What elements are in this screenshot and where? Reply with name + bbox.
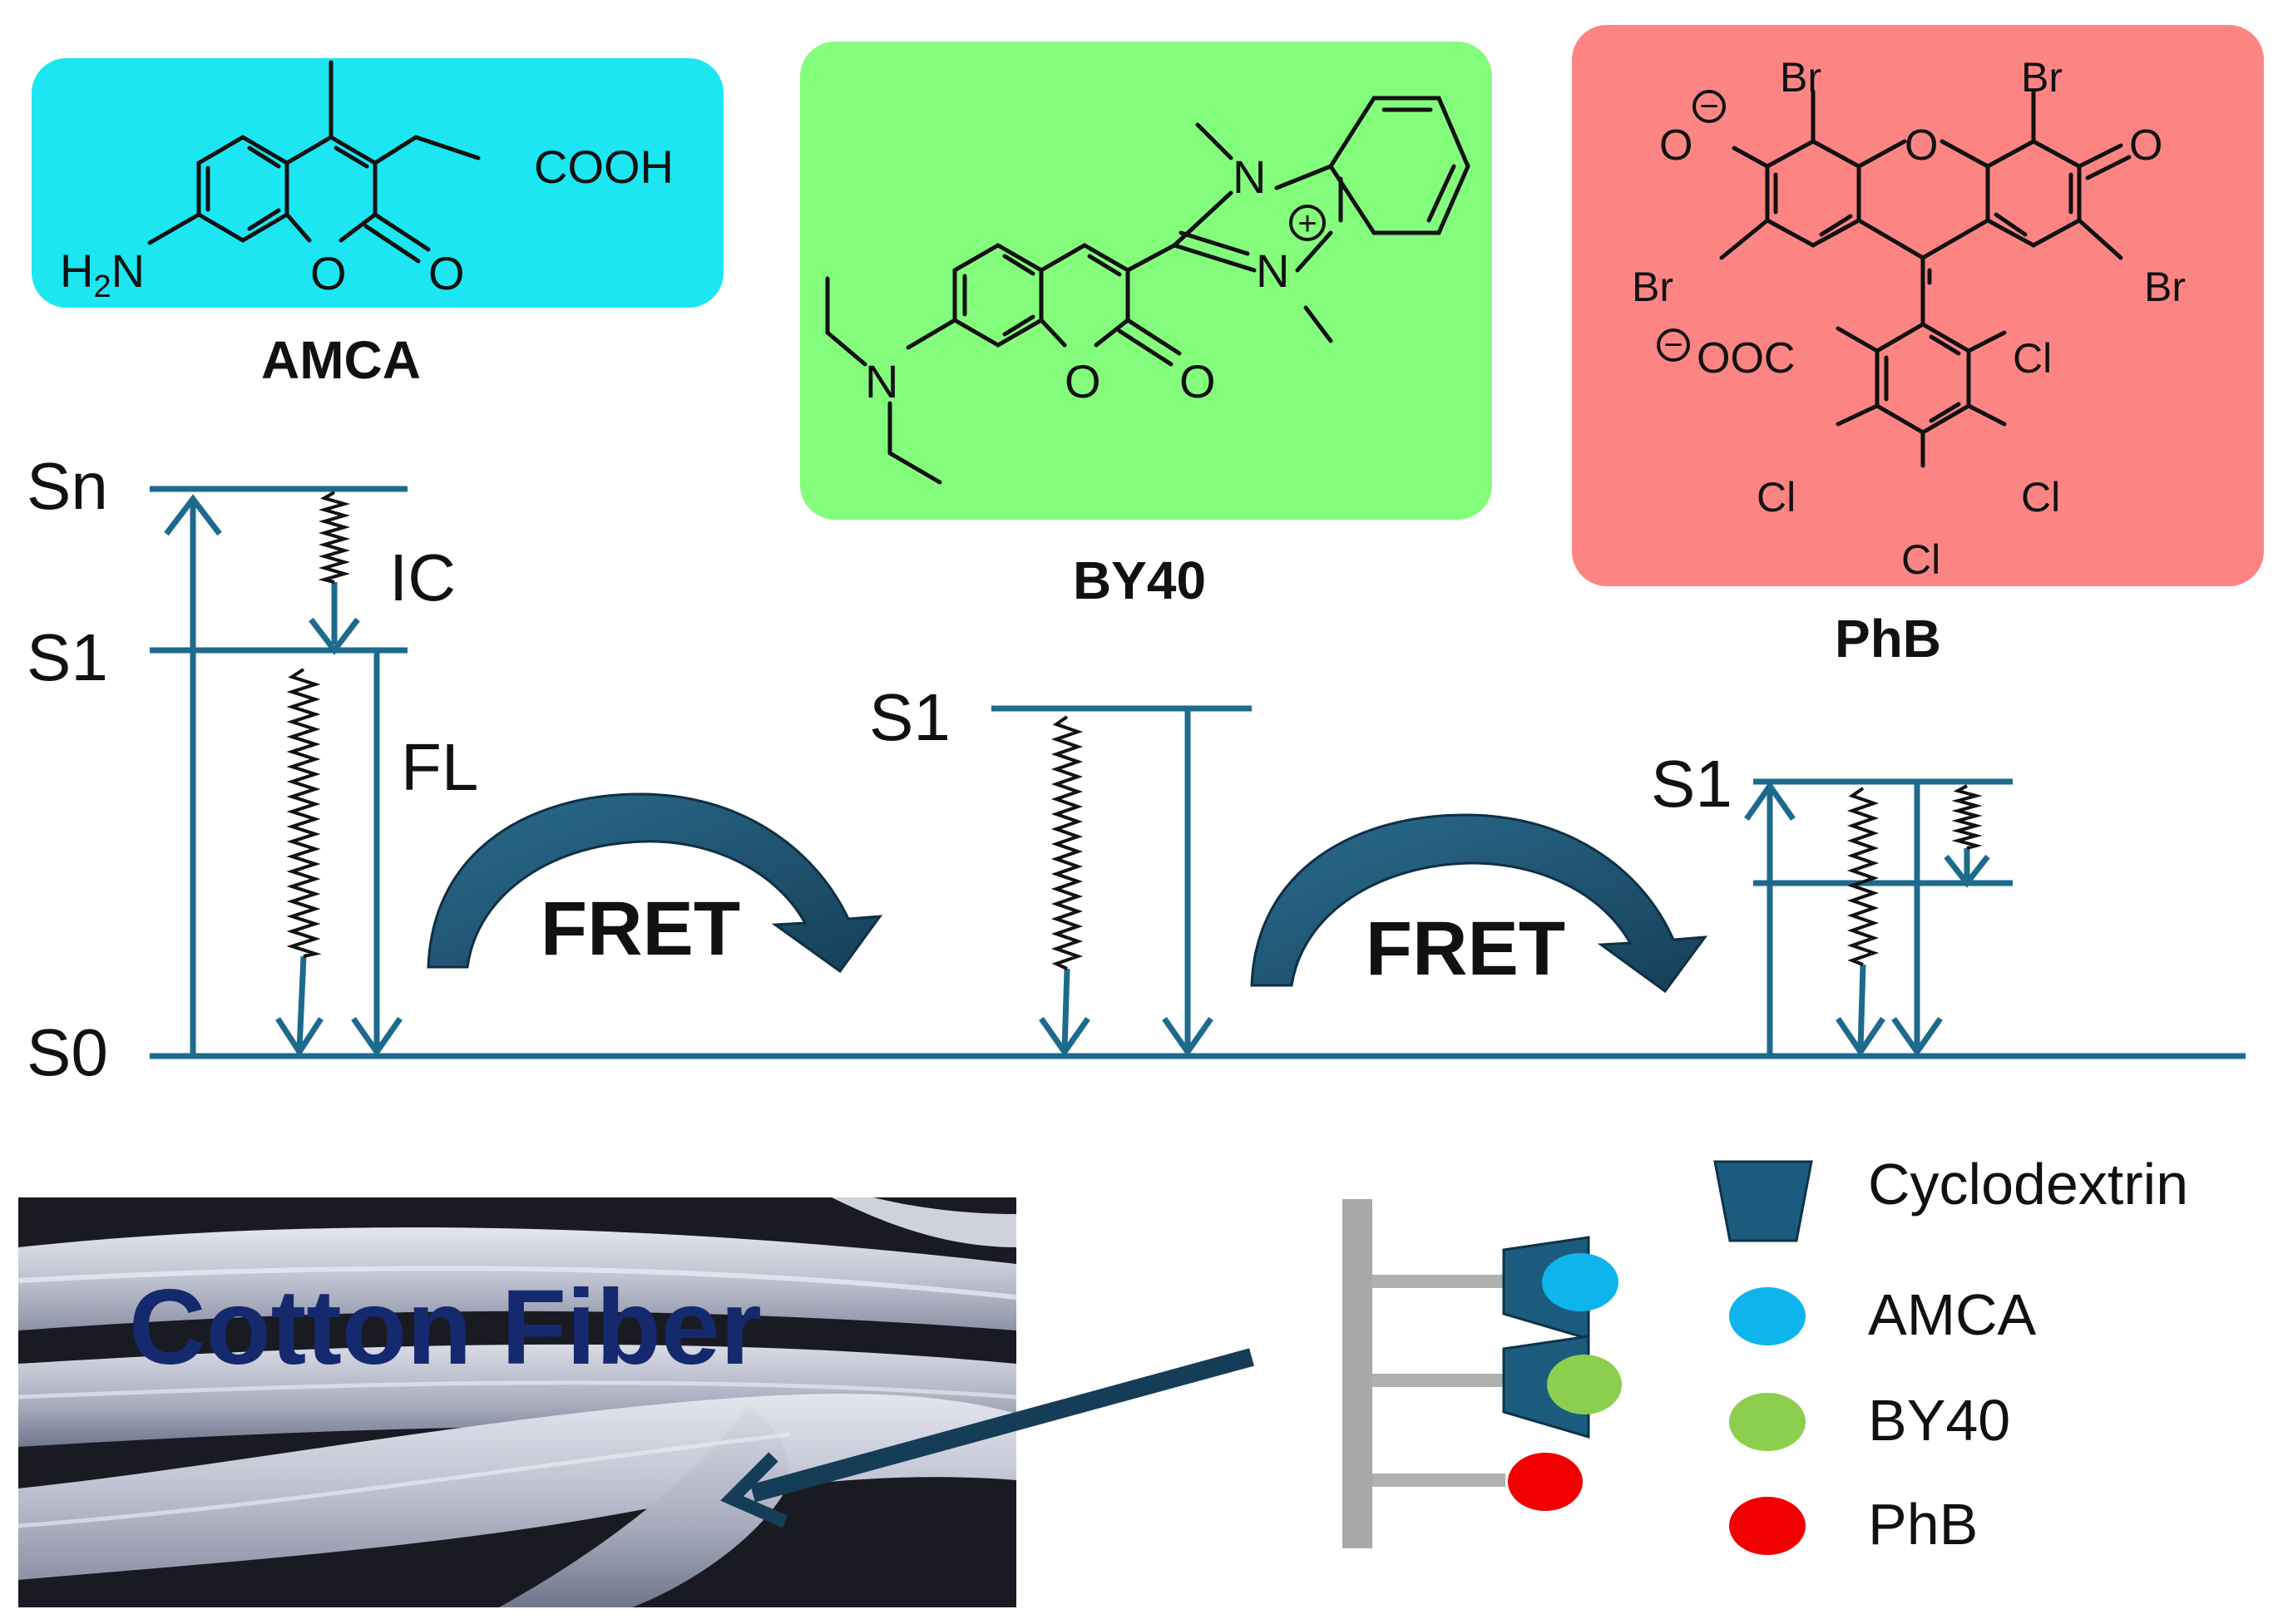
by40-structure: N N + N O O bbox=[800, 42, 1492, 520]
phb-ic-spring bbox=[1951, 784, 1983, 850]
phb-charge-top: − bbox=[1692, 88, 1726, 125]
s1-right-label: S1 bbox=[1651, 747, 1732, 821]
legend-by40-icon bbox=[1729, 1393, 1806, 1451]
legend: Cyclodextrin AMCA BY40 PhB bbox=[1713, 1152, 2188, 1557]
legend-phb-label: PhB bbox=[1868, 1492, 1978, 1557]
ic-label: IC bbox=[389, 541, 456, 615]
energy-diagram bbox=[150, 486, 2246, 1059]
phb-charge-carboxylate: − bbox=[1657, 327, 1690, 363]
cd-arm-1 bbox=[1372, 1275, 1505, 1288]
by40-carbonyl-o: O bbox=[1179, 355, 1216, 407]
s0-label: S0 bbox=[27, 1015, 108, 1089]
phb-br1: Br bbox=[1780, 54, 1821, 101]
phb-name: PhB bbox=[1835, 609, 1941, 669]
phb-carboxylate: OOC bbox=[1697, 334, 1795, 383]
phb-charge-carboxylate-sign: − bbox=[1663, 327, 1683, 363]
amca-name: AMCA bbox=[261, 330, 421, 390]
amca-n: N bbox=[111, 244, 145, 297]
legend-cyclodextrin-icon bbox=[1713, 1160, 1813, 1242]
fiber-backbone bbox=[1342, 1199, 1372, 1548]
phb-guest bbox=[1508, 1453, 1583, 1511]
fret-arrow-2 bbox=[1250, 813, 1708, 994]
phb-o-keto: O bbox=[2129, 121, 2162, 170]
amca-cooh: COOH bbox=[534, 141, 674, 193]
phb-br4: Br bbox=[2144, 264, 2186, 310]
s1-mid-label: S1 bbox=[869, 680, 951, 754]
by40-charge-sign: + bbox=[1297, 205, 1317, 242]
amca-guest bbox=[1542, 1253, 1618, 1311]
by40-n-top: N bbox=[1233, 151, 1266, 203]
cotton-fiber-label: Cotton Fiber bbox=[129, 1268, 762, 1387]
by40-guest bbox=[1547, 1355, 1622, 1414]
phb-structure: Br Br Br Br O − O O − OOC Cl Cl Cl Cl bbox=[1572, 25, 2264, 586]
legend-cyclodextrin-label: Cyclodextrin bbox=[1868, 1152, 2188, 1217]
amca-box bbox=[32, 58, 724, 308]
svg-text:H2N: H2N bbox=[60, 244, 145, 304]
by40-charge: + bbox=[1289, 205, 1326, 242]
cd-arm-3 bbox=[1372, 1473, 1505, 1487]
cotton-fiber-photo bbox=[17, 1197, 1017, 1607]
s1-left-label: S1 bbox=[27, 620, 108, 694]
by40-relaxation-spring bbox=[1050, 715, 1084, 970]
ic-spring bbox=[318, 491, 351, 584]
amca-h-subscript: 2 bbox=[93, 269, 111, 304]
sn-label: Sn bbox=[27, 449, 108, 523]
legend-by40-label: BY40 bbox=[1868, 1388, 2010, 1453]
phb-box bbox=[1572, 25, 2264, 586]
phb-o-minus: O bbox=[1659, 121, 1692, 170]
donor-relaxation-spring bbox=[286, 668, 322, 958]
phb-relaxation-spring bbox=[1846, 787, 1880, 966]
by40-n-amine: N bbox=[865, 355, 898, 407]
vibrational-springs bbox=[286, 491, 1983, 970]
amca-carbonyl-o: O bbox=[428, 247, 465, 299]
amca-h: H bbox=[60, 244, 93, 297]
amca-ring-o: O bbox=[310, 247, 347, 299]
phb-o-bridge: O bbox=[1905, 121, 1938, 170]
phb-cl1: Cl bbox=[2013, 335, 2052, 382]
fret-label-2: FRET bbox=[1366, 906, 1565, 991]
fret-label-1: FRET bbox=[541, 886, 740, 971]
fret-arrow-1 bbox=[427, 792, 883, 974]
by40-ring-o: O bbox=[1065, 355, 1101, 407]
phb-cl4: Cl bbox=[1901, 536, 1940, 583]
fiber-schematic bbox=[1342, 1199, 1622, 1548]
legend-phb-icon bbox=[1729, 1497, 1806, 1555]
by40-n-plus: N bbox=[1256, 244, 1289, 297]
by40-benzo-ring bbox=[1328, 96, 1470, 235]
by40-box bbox=[800, 42, 1492, 520]
legend-amca-label: AMCA bbox=[1868, 1282, 2037, 1347]
amca-structure: COOH O O H2N bbox=[32, 58, 724, 308]
phb-charge-top-sign: − bbox=[1699, 88, 1718, 125]
phb-cl2: Cl bbox=[1757, 474, 1796, 521]
fl-label: FL bbox=[401, 730, 478, 804]
phb-br2: Br bbox=[2021, 54, 2063, 101]
legend-amca-icon bbox=[1729, 1287, 1806, 1345]
pointer-arrow bbox=[720, 1348, 1254, 1528]
by40-name: BY40 bbox=[1073, 550, 1206, 610]
phb-br3: Br bbox=[1632, 264, 1673, 310]
cd-arm-2 bbox=[1372, 1374, 1505, 1387]
phb-cl3: Cl bbox=[2021, 474, 2060, 521]
